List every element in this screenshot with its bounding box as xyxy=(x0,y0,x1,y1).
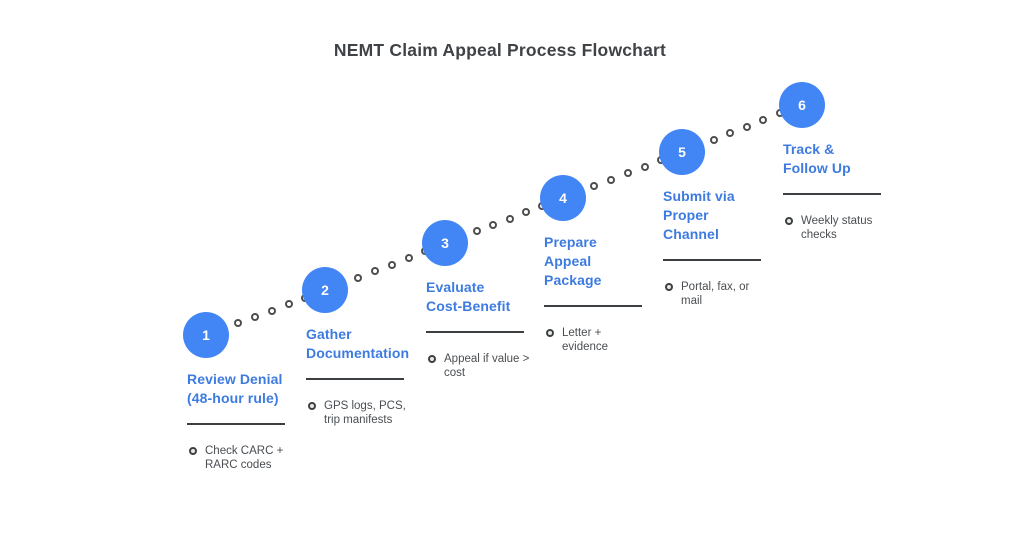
connector-dot xyxy=(473,227,482,236)
step-1-divider xyxy=(187,423,285,425)
connector-dot xyxy=(354,273,363,282)
step-3-divider xyxy=(426,331,524,333)
connector-dot xyxy=(267,306,276,315)
step-3-bullet-text: Appeal if value > cost xyxy=(444,353,530,379)
bullet-icon xyxy=(665,283,673,291)
step-3: 3 Evaluate Cost-Benefit Appeal if value … xyxy=(422,220,544,380)
step-1: 1 Review Denial (48-hour rule) Check CAR… xyxy=(183,312,305,472)
step-4-title: Prepare Appeal Package xyxy=(544,234,602,288)
step-2-bullet: GPS logs, PCS, trip manifests xyxy=(306,399,424,427)
step-5-bullet-text: Portal, fax, or mail xyxy=(681,281,750,307)
step-2-divider xyxy=(306,378,404,380)
step-6-title: Track & Follow Up xyxy=(783,141,851,176)
bullet-icon xyxy=(189,447,197,455)
step-1-number: 1 xyxy=(202,327,210,343)
connector-dot xyxy=(371,267,379,276)
connector-dot xyxy=(709,135,718,144)
step-2-number: 2 xyxy=(321,282,329,298)
step-1-bullet: Check CARC + RARC codes xyxy=(187,444,305,472)
step-6-number: 6 xyxy=(798,97,806,113)
step-5-circle: 5 xyxy=(659,129,705,175)
step-5: 5 Submit via Proper Channel Portal, fax,… xyxy=(659,129,781,308)
connector-dot xyxy=(521,208,530,217)
step-5-number: 5 xyxy=(678,144,686,160)
connector-dot xyxy=(742,122,751,131)
connector-dot xyxy=(251,313,259,321)
step-3-title: Evaluate Cost-Benefit xyxy=(426,279,511,314)
step-5-bullet: Portal, fax, or mail xyxy=(663,280,781,308)
step-2-bullet-text: GPS logs, PCS, trip manifests xyxy=(324,400,406,426)
step-3-number: 3 xyxy=(441,235,449,251)
connector-dot xyxy=(284,300,293,309)
step-4-divider xyxy=(544,305,642,307)
connector-dot xyxy=(640,162,649,171)
bullet-icon xyxy=(785,217,793,225)
page-title: NEMT Claim Appeal Process Flowchart xyxy=(333,40,667,60)
bullet-icon xyxy=(428,355,436,363)
step-6: 6 Track & Follow Up Weekly status checks xyxy=(779,82,901,242)
step-1-circle: 1 xyxy=(183,312,229,358)
connector-dot xyxy=(623,169,632,178)
bullet-icon xyxy=(308,402,316,410)
step-1-title: Review Denial (48-hour rule) xyxy=(187,371,283,406)
connector-dot xyxy=(505,214,514,223)
step-4-bullet: Letter + evidence xyxy=(544,326,662,354)
step-6-divider xyxy=(783,193,881,195)
step-4-bullet-text: Letter + evidence xyxy=(562,327,609,353)
connector-dot xyxy=(726,129,735,138)
step-2-circle: 2 xyxy=(302,267,348,313)
step-4-circle: 4 xyxy=(540,175,586,221)
connector-dot xyxy=(759,116,768,125)
step-6-circle: 6 xyxy=(779,82,825,128)
connector-dot xyxy=(590,182,599,191)
connector-dot xyxy=(607,175,615,184)
connector-dot xyxy=(234,319,243,328)
step-3-bullet: Appeal if value > cost xyxy=(426,352,544,380)
step-4-number: 4 xyxy=(559,190,567,206)
step-6-bullet-text: Weekly status checks xyxy=(801,215,873,241)
connector-dot xyxy=(404,254,413,263)
step-2-title: Gather Documentation xyxy=(306,326,410,361)
step-4: 4 Prepare Appeal Package Letter + eviden… xyxy=(540,175,662,354)
step-3-circle: 3 xyxy=(422,220,468,266)
connector-dot xyxy=(387,260,396,269)
connector-dot xyxy=(489,221,498,229)
step-2: 2 Gather Documentation GPS logs, PCS, tr… xyxy=(302,267,424,427)
step-6-bullet: Weekly status checks xyxy=(783,214,901,242)
step-5-divider xyxy=(663,259,761,261)
bullet-icon xyxy=(546,329,554,337)
step-5-title: Submit via Proper Channel xyxy=(663,188,735,242)
step-1-bullet-text: Check CARC + RARC codes xyxy=(205,445,284,471)
